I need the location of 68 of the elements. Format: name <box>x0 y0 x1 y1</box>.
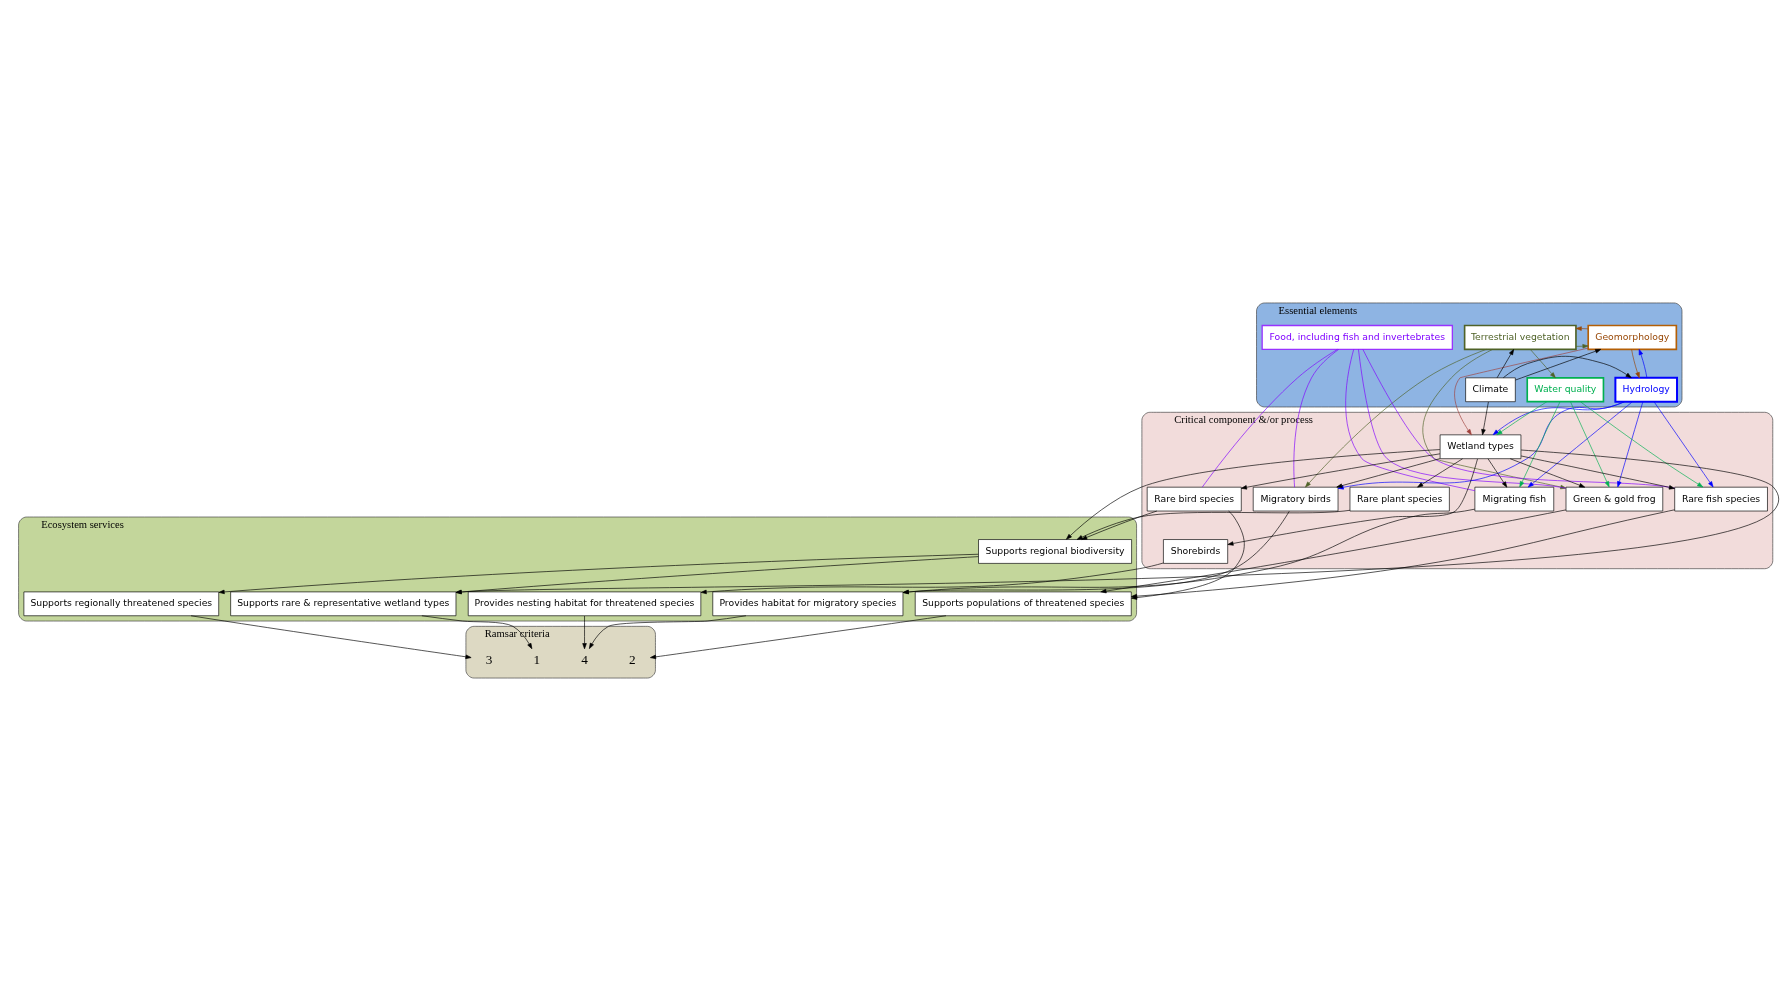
node-box: Provides habitat for migratory species <box>711 591 903 617</box>
arrow <box>1453 347 1588 436</box>
arrow <box>1480 401 1489 436</box>
arrow <box>588 615 746 649</box>
node-box: Supports rare & representative wetland types <box>229 591 456 617</box>
node-box: Supports populations of threatened species <box>914 591 1132 617</box>
arrow <box>1630 349 1640 379</box>
node-text: 4 <box>580 652 588 668</box>
arrow <box>1416 458 1463 488</box>
node-box: Hydrology <box>1613 376 1678 403</box>
arrow <box>1099 509 1566 594</box>
arrow <box>700 562 1164 595</box>
arrow <box>649 615 946 660</box>
arrow <box>1529 349 1556 379</box>
arrow <box>1492 401 1625 435</box>
node-text: 3 <box>485 652 492 668</box>
node-box: Terrestrial vegetation <box>1463 324 1577 351</box>
arrow <box>1514 349 1601 381</box>
arrow <box>902 510 1290 595</box>
arrow <box>1518 401 1560 488</box>
arrow <box>421 615 532 650</box>
node-box: Migratory birds <box>1252 486 1338 512</box>
arrow <box>1579 401 1703 488</box>
arrow <box>1487 458 1507 488</box>
node-box: Migrating fish <box>1474 486 1554 512</box>
connector <box>1357 349 1566 489</box>
arrow <box>1575 344 1588 349</box>
connector <box>1201 349 1338 488</box>
node-box: Rare plant species <box>1349 486 1450 512</box>
node-text: 1 <box>533 652 540 668</box>
arrow <box>902 508 1475 595</box>
node-box: Wetland types <box>1439 434 1521 459</box>
arrow <box>1496 349 1514 379</box>
arrow <box>1527 401 1633 488</box>
arrow <box>1575 326 1588 331</box>
connector <box>1362 349 1675 489</box>
node-box: Shorebirds <box>1162 539 1228 564</box>
node-box: Geomorphology <box>1586 324 1677 351</box>
node-box: Supports regionally threatened species <box>23 591 219 617</box>
arrow <box>1227 458 1478 546</box>
arrow <box>1638 349 1647 379</box>
arrow <box>1653 401 1713 488</box>
node-text: 2 <box>628 652 636 668</box>
arrow <box>1509 458 1585 488</box>
arrow <box>1495 401 1547 436</box>
arrow <box>1421 349 1566 490</box>
connector <box>1344 349 1475 491</box>
arrow <box>455 556 979 595</box>
node-box: Food, including fish and invertebrates <box>1261 324 1453 350</box>
arrow <box>1076 509 1350 540</box>
node-box: Rare fish species <box>1673 486 1768 512</box>
node-box: Rare bird species <box>1146 486 1242 512</box>
node-box: Green & gold frog <box>1565 486 1663 512</box>
node-box: Provides nesting habitat for threatened species <box>467 591 701 617</box>
arrow <box>1080 510 1157 540</box>
node-box: Water quality <box>1525 377 1604 403</box>
arrow <box>218 553 979 595</box>
arrow <box>581 615 587 650</box>
arrow <box>455 449 1779 595</box>
arrow <box>1520 455 1675 490</box>
arrow <box>1502 355 1632 379</box>
arrow <box>190 615 471 659</box>
arrow <box>1569 401 1609 488</box>
arrow <box>1616 401 1643 488</box>
connector <box>1293 349 1339 488</box>
node-box: Climate <box>1464 377 1516 403</box>
node-box: Supports regional biodiversity <box>977 539 1132 564</box>
arrow <box>1065 449 1440 540</box>
